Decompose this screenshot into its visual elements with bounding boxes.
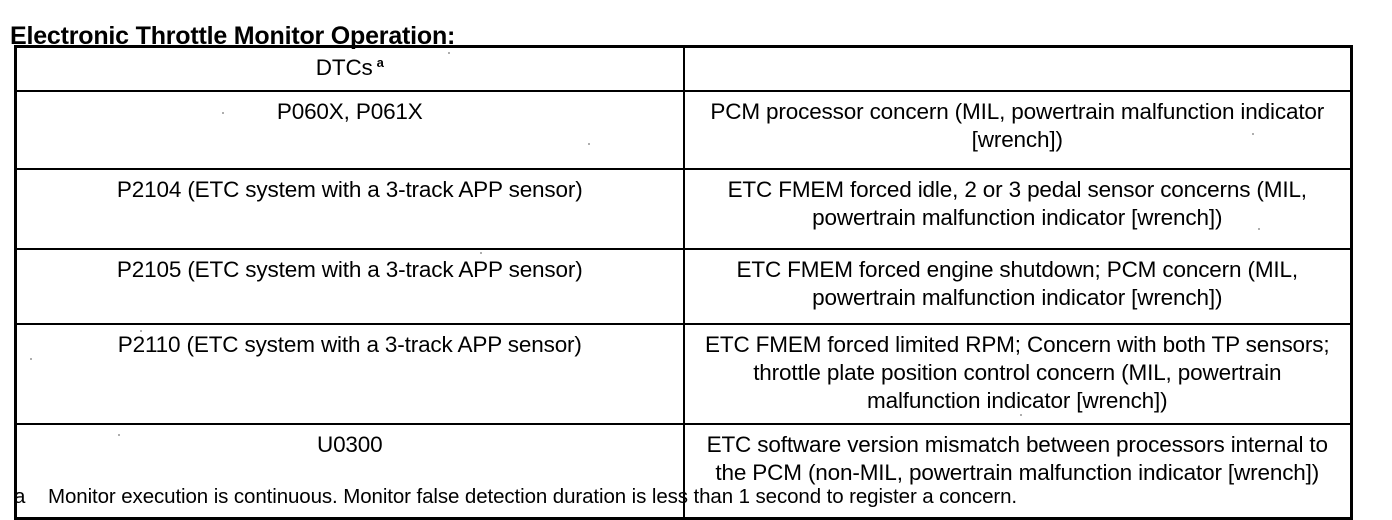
cell-dtc: U0300	[14, 423, 685, 520]
footnote-marker: a	[14, 485, 26, 508]
cell-dtc: P2110 (ETC system with a 3-track APP sen…	[14, 323, 685, 425]
footnote-marker-a-icon: a	[376, 54, 384, 70]
cell-description: ETC software version mismatch between pr…	[682, 423, 1353, 520]
column-header-description	[682, 45, 1353, 92]
cell-description: ETC FMEM forced idle, 2 or 3 pedal senso…	[682, 168, 1353, 250]
table-row: U0300 ETC software version mismatch betw…	[14, 423, 1353, 520]
table-row: P060X, P061X PCM processor concern (MIL,…	[14, 90, 1353, 170]
footnote: a Monitor execution is continuous. Monito…	[14, 484, 1017, 510]
cell-description: ETC FMEM forced engine shutdown; PCM con…	[682, 248, 1353, 325]
table-row: P2104 (ETC system with a 3-track APP sen…	[14, 168, 1353, 250]
table-body: P060X, P061X PCM processor concern (MIL,…	[14, 90, 1353, 520]
footnote-text: Monitor execution is continuous. Monitor…	[48, 485, 1017, 508]
table-row: P2105 (ETC system with a 3-track APP sen…	[14, 248, 1353, 325]
cell-dtc: P2105 (ETC system with a 3-track APP sen…	[14, 248, 685, 325]
cell-dtc: P060X, P061X	[14, 90, 685, 170]
column-header-dtcs-label: DTCs	[315, 55, 373, 80]
cell-description: ETC FMEM forced limited RPM; Concern wit…	[682, 323, 1353, 425]
cell-dtc: P2104 (ETC system with a 3-track APP sen…	[14, 168, 685, 250]
cell-description: PCM processor concern (MIL, powertrain m…	[682, 90, 1353, 170]
table-row: P2110 (ETC system with a 3-track APP sen…	[14, 323, 1353, 425]
